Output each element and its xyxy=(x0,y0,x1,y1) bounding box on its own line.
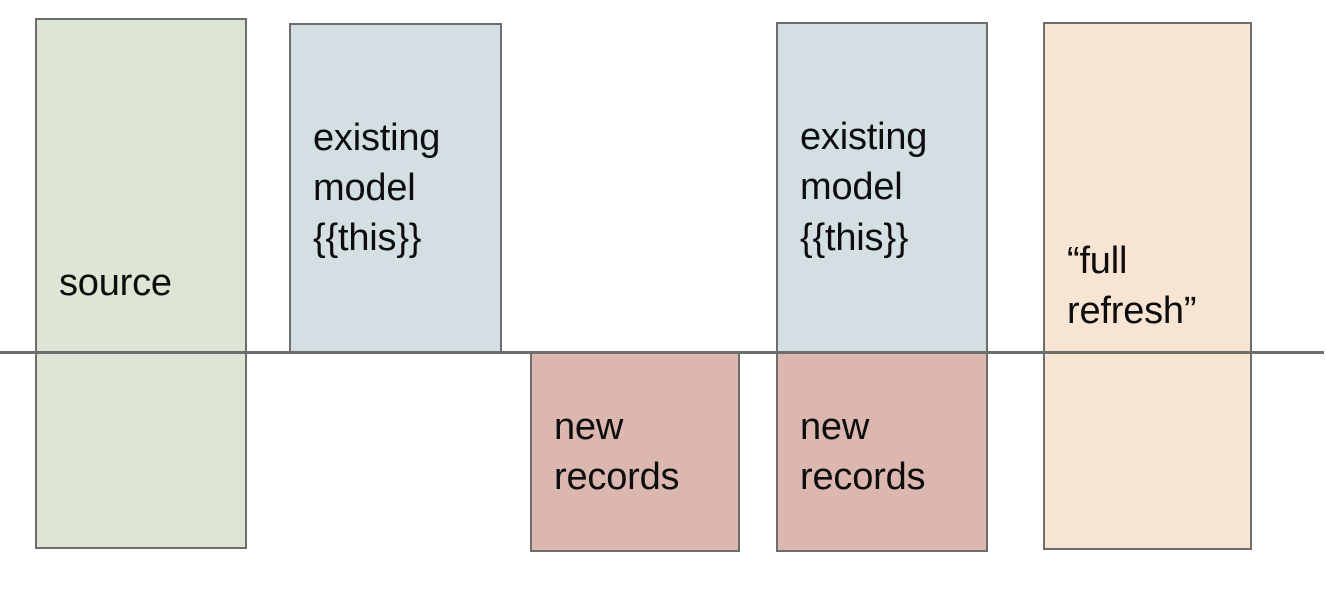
box-source[interactable]: source xyxy=(35,18,247,549)
box-new-records-1-label: new records xyxy=(554,405,680,498)
box-new-records-2[interactable]: new records xyxy=(776,352,988,552)
box-full-refresh[interactable]: “full refresh” xyxy=(1043,22,1252,550)
horizontal-divider-line xyxy=(0,351,1324,354)
box-existing-model-2-label: existing model {{this}} xyxy=(800,116,928,259)
box-existing-model-1-label: existing model {{this}} xyxy=(313,116,441,260)
box-source-label: source xyxy=(59,262,172,305)
box-existing-model-1[interactable]: existing model {{this}} xyxy=(289,23,502,353)
box-new-records-1[interactable]: new records xyxy=(530,352,740,552)
box-new-records-2-label: new records xyxy=(800,405,926,498)
box-existing-model-2[interactable]: existing model {{this}} xyxy=(776,22,988,353)
box-full-refresh-label: “full refresh” xyxy=(1067,239,1197,332)
